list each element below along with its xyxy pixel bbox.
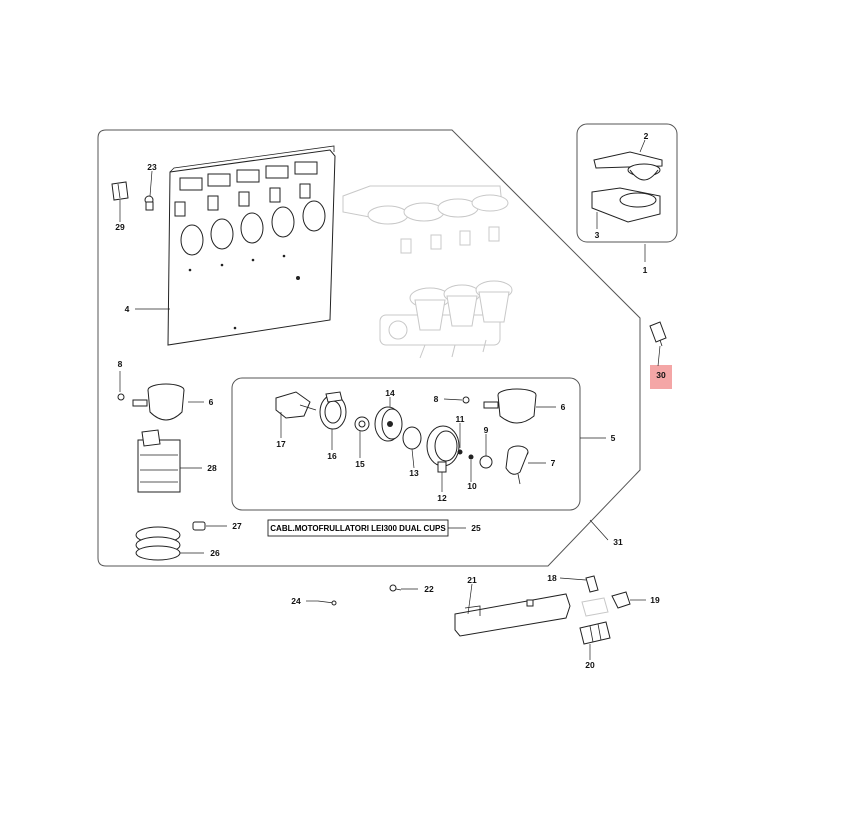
callout-31: 31 (613, 537, 623, 547)
callout-numbers: 1 2 3 4 5 6 6 7 8 8 9 10 11 12 13 14 15 … (115, 131, 666, 670)
ghost-assembly (342, 185, 513, 359)
part-11-small-part (457, 449, 463, 455)
ghost-connectors (581, 597, 609, 617)
part-20-connector-block (579, 621, 611, 645)
part-26-hose-coil (135, 526, 181, 561)
part-8-washer-right (462, 396, 470, 404)
part-3-drawer (591, 187, 661, 223)
callout-8-left: 8 (118, 359, 123, 369)
callout-24: 24 (291, 596, 301, 606)
part-6-cup-left (132, 383, 185, 421)
highlight-part-30 (650, 365, 672, 389)
part-17-motor (275, 391, 317, 419)
callout-25: 25 (471, 523, 481, 533)
callout-14: 14 (385, 388, 395, 398)
part-8-washer-left (117, 393, 125, 401)
part-14-rotor (374, 406, 403, 442)
part-16-housing (319, 391, 347, 430)
callout-6-left: 6 (209, 397, 214, 407)
motor-assembly-box (231, 377, 581, 511)
callout-10: 10 (467, 481, 477, 491)
callout-8-right: 8 (434, 394, 439, 404)
part-28-bracket (137, 429, 181, 493)
part-30-connector (649, 321, 667, 347)
part-27-spring (192, 521, 206, 531)
callout-26: 26 (210, 548, 220, 558)
part-18-connector (585, 575, 599, 593)
part-19-connector (611, 591, 631, 609)
callout-18: 18 (547, 573, 557, 583)
part-7-nozzle (505, 445, 529, 485)
part-24-screw (317, 600, 337, 606)
part-4-back-panel (167, 145, 336, 346)
callout-15: 15 (355, 459, 365, 469)
part-29-clip (111, 181, 129, 201)
part-21-bracket (454, 593, 571, 637)
leader-lines (119, 139, 661, 660)
callout-5: 5 (611, 433, 616, 443)
part-6-cup-right (483, 388, 537, 424)
callout-22: 22 (424, 584, 434, 594)
callout-28: 28 (207, 463, 217, 473)
callout-3: 3 (595, 230, 600, 240)
callout-21: 21 (467, 575, 477, 585)
cable-label-box (267, 519, 449, 537)
subassembly-box-top-right (576, 123, 678, 243)
assembly-outline (97, 129, 641, 567)
callout-13: 13 (409, 468, 419, 478)
part-15-impeller (354, 416, 370, 432)
part-10-small-part (468, 454, 474, 460)
callout-6-right: 6 (561, 402, 566, 412)
part-22-screw (389, 584, 402, 592)
callout-19: 19 (650, 595, 660, 605)
callout-17: 17 (276, 439, 286, 449)
part-12-mixing-chamber (426, 425, 460, 473)
callout-30: 30 (656, 370, 666, 380)
callout-27: 27 (232, 521, 242, 531)
callout-2: 2 (644, 131, 649, 141)
part-9-disc (479, 455, 493, 469)
part-23-screw (144, 195, 154, 211)
callout-23: 23 (147, 162, 157, 172)
callout-16: 16 (327, 451, 337, 461)
part-2-cup-holder (593, 151, 663, 181)
callout-7: 7 (551, 458, 556, 468)
callout-12: 12 (437, 493, 447, 503)
callout-4: 4 (125, 304, 130, 314)
callout-20: 20 (585, 660, 595, 670)
callout-9: 9 (484, 425, 489, 435)
cable-label: CABL.MOTOFRULLATORI LEI300 DUAL CUPS (270, 524, 446, 533)
callout-1: 1 (643, 265, 648, 275)
part-13-oring (402, 426, 422, 450)
callout-29: 29 (115, 222, 125, 232)
callout-11: 11 (456, 414, 465, 424)
